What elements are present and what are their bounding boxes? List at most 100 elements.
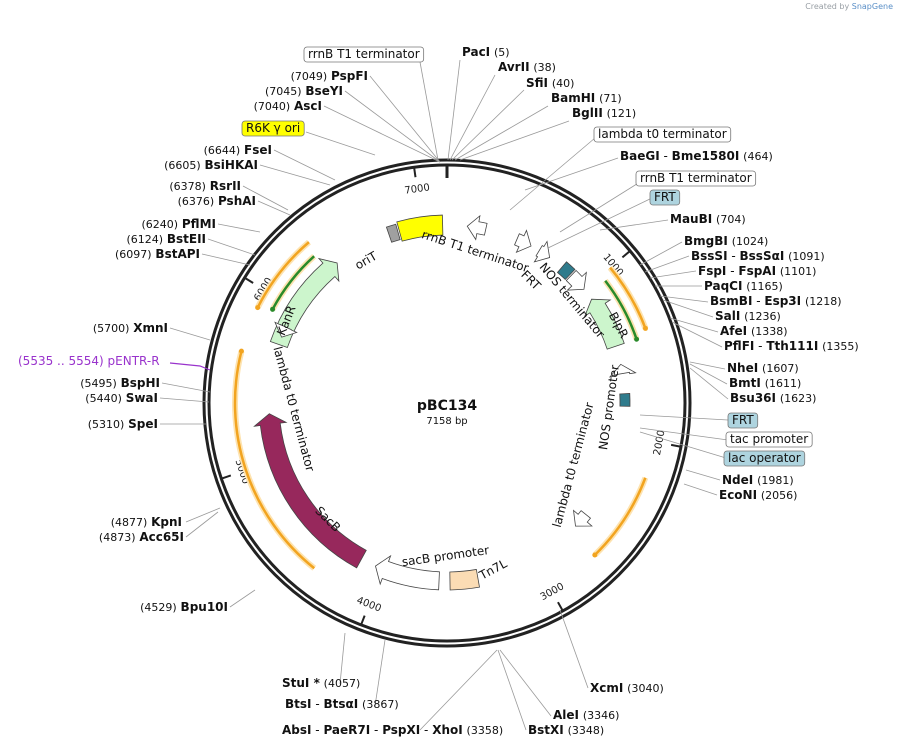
svg-text:SfiI (40): SfiI (40) [526,76,574,90]
leader-line [242,185,289,211]
leader-line [689,363,728,385]
svg-text:(7040) AscI: (7040) AscI [254,99,322,113]
leader-line [599,219,669,231]
leader-line [419,649,498,731]
lambda-top-feature [533,240,551,263]
leader-line [369,75,441,163]
feature-text-sacb-prom: sacB promoter [401,543,490,569]
site-label-pflmi: (6240) PflMI [141,217,216,231]
site-label-alei: AleI (3346) [553,708,619,722]
site-label-bsssi: BssSI - BssSαI (1091) [691,249,825,263]
leader-line [459,120,570,161]
svg-text:BaeGI - Bme1580I (464): BaeGI - Bme1580I (464) [620,149,773,163]
site-label-bsu36i: Bsu36I (1623) [730,391,816,405]
leader-line [323,105,441,163]
site-label-bstapi: (6097) BstAPI [115,247,200,261]
leader-line [559,609,589,689]
svg-text:(5310) SpeI: (5310) SpeI [88,417,158,431]
blpr-feature [584,298,625,350]
orf-head [592,552,598,558]
feature-label-rrnb1: rrnB T1 terminator [303,46,425,63]
svg-text:(4877) KpnI: (4877) KpnI [111,515,182,529]
svg-text:(4873) Acc65I: (4873) Acc65I [99,530,184,544]
sacb-promoter-feature [375,554,440,591]
kanr-feature [269,257,340,348]
site-label-bstxi: BstXI (3348) [528,723,604,737]
leader-line [207,238,256,256]
svg-text:BtsI - BtsαI (3867): BtsI - BtsαI (3867) [285,697,399,711]
feature-label-frt2: FRT [727,412,759,429]
plasmid-name: pBC134 [417,398,477,414]
leader-line [344,90,441,163]
svg-text:(6124) BstEII: (6124) BstEII [126,232,206,246]
svg-text:(5535 .. 5554) pENTR-R: (5535 .. 5554) pENTR-R [18,354,160,368]
feature-text-oriT: oriT [353,248,380,272]
svg-text:AvrII (38): AvrII (38) [498,60,556,74]
site-label-ndei: NdeI (1981) [722,473,794,487]
nos-terminator-feature [565,269,587,291]
leader-line [229,589,256,608]
feature-text-tn7: Tn7L [476,556,510,583]
svg-text:(4529) Bpu10I: (4529) Bpu10I [140,600,228,614]
site-label-swai: (5440) SwaI [85,391,158,405]
sacb-feature [253,413,367,569]
lambda-right-feature [572,509,593,527]
leader-line [185,511,219,538]
site-label-baegi: BaeGI - Bme1580I (464) [620,149,773,163]
leader-lines [159,59,729,731]
tick-mark [557,601,564,612]
svg-text:Bsu36I (1623): Bsu36I (1623) [730,391,816,405]
tick-mark [413,167,417,178]
leader-line [159,397,210,403]
primer-pentr-r: (5535 .. 5554) pENTR-R [18,354,211,371]
svg-text:(5495) BspHI: (5495) BspHI [80,376,160,390]
leader-line [169,327,211,341]
leader-line [451,89,525,161]
feature-label-rrnb2: rrnB T1 terminator [635,170,757,187]
site-label-avrii: AvrII (38) [498,60,556,74]
orf-arc [256,241,310,309]
tick-label: 7000 [404,182,431,196]
site-label-kpni: (4877) KpnI [111,515,182,529]
svg-text:AfeI (1338): AfeI (1338) [720,324,788,338]
site-label-sali: SalI (1236) [715,309,781,323]
frt-feature-right [619,393,631,407]
svg-text:BmgBI (1024): BmgBI (1024) [684,234,768,248]
site-label-nhei: NheI (1607) [727,361,799,375]
site-label-paqci: PaqCI (1165) [704,279,783,293]
svg-text:(7045) BseYI: (7045) BseYI [265,84,343,98]
orf-arc [271,255,315,310]
tick-label: 4000 [355,595,383,614]
svg-text:(5700) XmnI: (5700) XmnI [93,321,168,335]
site-label-bseyi: (7045) BseYI [265,84,343,98]
svg-text:(6097) BstAPI: (6097) BstAPI [115,247,200,261]
leader-line [689,367,729,400]
orf-arc [609,266,647,329]
feature-group [253,214,637,591]
leader-line [185,507,221,523]
svg-text:(6378) RsrII: (6378) RsrII [169,179,241,193]
backbone-outer [202,158,692,648]
leader-line [257,200,291,216]
orf-arc [593,477,647,556]
tick-label: 2000 [652,429,667,456]
site-label-pshai: (6376) PshAI [178,194,256,208]
orit-feature [385,223,401,243]
leader-line [639,414,729,421]
svg-text:FRT: FRT [732,413,754,427]
leader-line [685,469,721,481]
svg-text:tac promoter: tac promoter [730,432,808,446]
leader-line [547,196,655,249]
leader-line [659,295,709,303]
svg-text:R6K γ ori: R6K γ ori [246,121,300,135]
leader-line [497,649,527,731]
lambda-left-feature [274,321,298,338]
feature-label-tac: tac promoter [725,431,813,448]
feature-label-lac: lac operator [723,450,806,467]
svg-text:lambda t0 terminator: lambda t0 terminator [598,127,727,141]
svg-text:(6376) PshAI: (6376) PshAI [178,194,256,208]
leader-line [217,223,261,233]
leader-line [419,61,439,161]
tick-label: 3000 [539,581,567,603]
